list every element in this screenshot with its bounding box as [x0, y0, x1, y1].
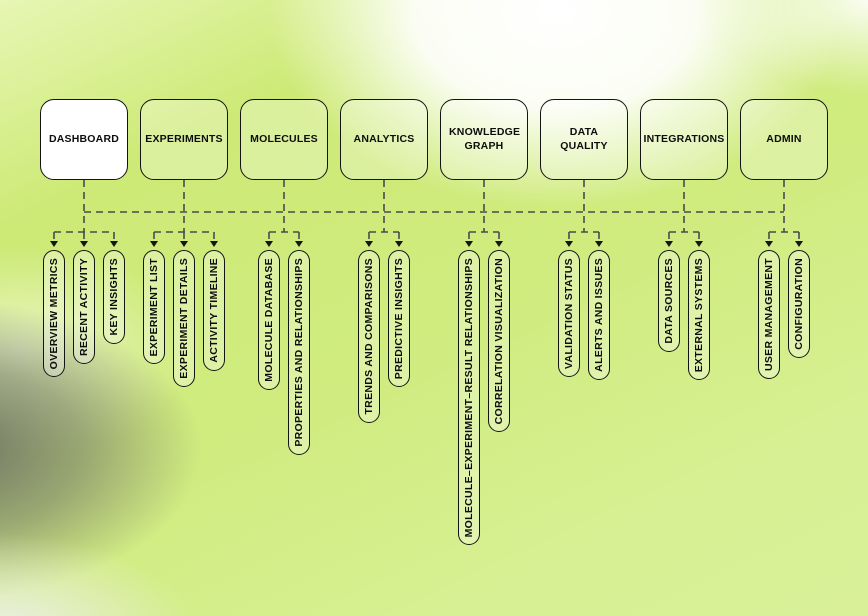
section-box-analytics[interactable]: ANALYTICS	[340, 99, 428, 180]
child-label: CORRELATION VISUALIZATION	[493, 258, 505, 425]
child-label: TRENDS AND COMPARISONS	[363, 258, 375, 415]
child-stub-connectors	[53, 232, 800, 241]
section-label: DASHBOARD	[48, 132, 120, 145]
child-data-sources[interactable]: DATA SOURCES	[658, 250, 680, 352]
section-label: EXPERIMENTS	[145, 132, 223, 145]
child-alerts-and-issues[interactable]: ALERTS AND ISSUES	[588, 250, 610, 380]
child-label: PROPERTIES AND RELATIONSHIPS	[293, 258, 305, 447]
child-configuration[interactable]: CONFIGURATION	[788, 250, 810, 358]
child-trends-and-comparisons[interactable]: TRENDS AND COMPARISONS	[358, 250, 380, 423]
child-label: ALERTS AND ISSUES	[593, 258, 605, 372]
child-experiment-list[interactable]: EXPERIMENT LIST	[143, 250, 165, 365]
section-box-experiments[interactable]: EXPERIMENTS	[140, 99, 228, 180]
child-validation-status[interactable]: VALIDATION STATUS	[558, 250, 580, 378]
child-correlation-visualization[interactable]: CORRELATION VISUALIZATION	[488, 250, 510, 433]
child-label: MOLECULE DATABASE	[263, 258, 275, 382]
child-label: DATA SOURCES	[663, 258, 675, 344]
child-label: ACTIVITY TIMELINE	[208, 258, 220, 363]
section-label: ADMIN	[766, 132, 802, 145]
section-label: DATA QUALITY	[560, 125, 608, 152]
section-box-dashboard[interactable]: DASHBOARD	[40, 99, 128, 180]
child-label: RECENT ACTIVITY	[78, 258, 90, 357]
child-label: VALIDATION STATUS	[563, 258, 575, 370]
section-vertical-connectors	[83, 180, 785, 232]
section-box-integrations[interactable]: INTEGRATIONS	[640, 99, 728, 180]
section-box-data-quality[interactable]: DATA QUALITY	[540, 99, 628, 180]
child-label: CONFIGURATION	[793, 258, 805, 350]
child-label: EXPERIMENT LIST	[148, 258, 160, 357]
child-activity-timeline[interactable]: ACTIVITY TIMELINE	[203, 250, 225, 371]
section-box-molecules[interactable]: MOLECULES	[240, 99, 328, 180]
section-label: ANALYTICS	[353, 132, 415, 145]
section-label: INTEGRATIONS	[643, 132, 725, 145]
child-label: OVERVIEW METRICS	[48, 258, 60, 370]
child-molecule-experiment-result-relationships[interactable]: MOLECULE–EXPERIMENT–RESULT RELATIONSHIPS	[458, 250, 480, 546]
down-arrow-icons	[50, 241, 803, 247]
child-label: KEY INSIGHTS	[108, 258, 120, 336]
child-properties-and-relationships[interactable]: PROPERTIES AND RELATIONSHIPS	[288, 250, 310, 455]
child-external-systems[interactable]: EXTERNAL SYSTEMS	[688, 250, 710, 381]
child-molecule-database[interactable]: MOLECULE DATABASE	[258, 250, 280, 390]
child-label: MOLECULE–EXPERIMENT–RESULT RELATIONSHIPS	[463, 258, 475, 538]
section-box-knowledge-graph[interactable]: KNOWLEDGE GRAPH	[440, 99, 528, 180]
section-label: MOLECULES	[250, 132, 318, 145]
child-label: EXPERIMENT DETAILS	[178, 258, 190, 379]
child-experiment-details[interactable]: EXPERIMENT DETAILS	[173, 250, 195, 387]
section-label: KNOWLEDGE GRAPH	[449, 125, 521, 152]
section-box-admin[interactable]: ADMIN	[740, 99, 828, 180]
child-key-insights[interactable]: KEY INSIGHTS	[103, 250, 125, 344]
child-overview-metrics[interactable]: OVERVIEW METRICS	[43, 250, 65, 378]
child-label: EXTERNAL SYSTEMS	[693, 258, 705, 373]
child-label: PREDICTIVE INSIGHTS	[393, 258, 405, 380]
child-user-management[interactable]: USER MANAGEMENT	[758, 250, 780, 380]
child-label: USER MANAGEMENT	[763, 258, 775, 372]
child-predictive-insights[interactable]: PREDICTIVE INSIGHTS	[388, 250, 410, 388]
child-recent-activity[interactable]: RECENT ACTIVITY	[73, 250, 95, 365]
